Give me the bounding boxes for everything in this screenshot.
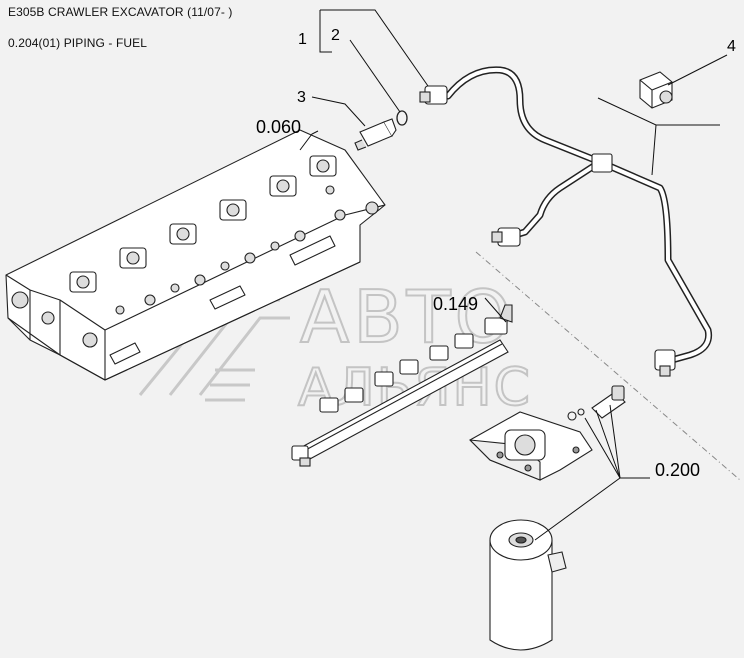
watermark-line-1: АВТО [300, 275, 515, 359]
leader-lines [299, 9, 741, 541]
pipe-connectors [419, 85, 676, 377]
adapter-fitting-part [354, 118, 397, 151]
diagram-title: E305B CRAWLER EXCAVATOR (11/07- ) [8, 5, 233, 19]
fuel-pipe [444, 66, 713, 364]
diagram-subtitle: 0.204(01) PIPING - FUEL [8, 36, 148, 50]
engine-cylinder-head [5, 129, 386, 381]
callout-0-060: 0.060 [256, 117, 301, 137]
fuel-rail-assembly [291, 304, 513, 467]
callout-4: 4 [727, 38, 736, 55]
callout-1: 1 [298, 31, 307, 48]
filter-fitting-part [591, 385, 626, 419]
o-ring-part [396, 110, 408, 126]
callout-3: 3 [297, 89, 306, 106]
callout-0-200: 0.200 [655, 460, 700, 480]
clip-part [639, 71, 673, 109]
callout-0-149: 0.149 [433, 294, 478, 314]
callout-2: 2 [331, 27, 340, 44]
fuel-filter-head [469, 408, 593, 481]
fuel-filter-cartridge [489, 519, 567, 651]
